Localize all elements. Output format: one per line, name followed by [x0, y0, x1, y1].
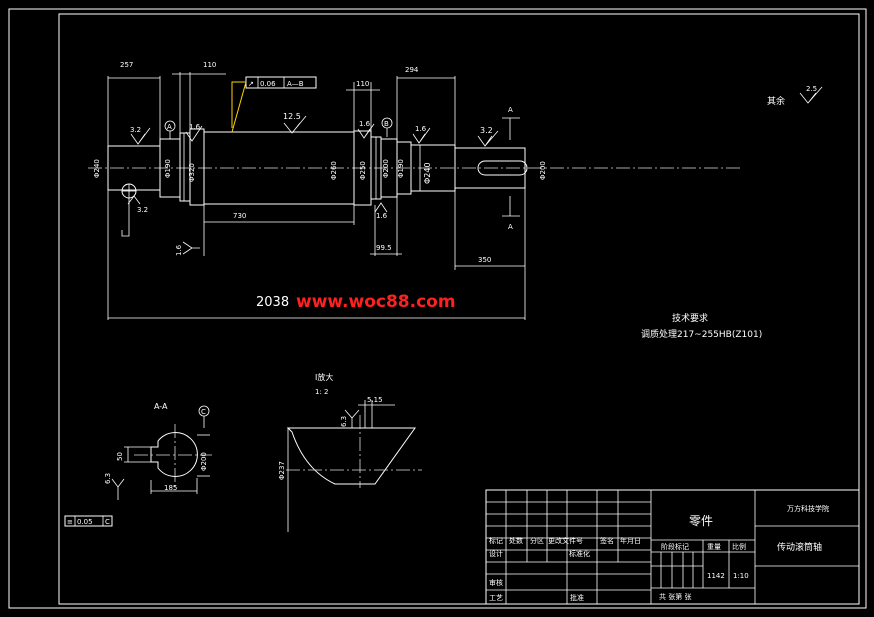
svg-text:Φ320: Φ320	[188, 163, 196, 182]
tech-text: 调质处理217~255HB(Z101)	[641, 328, 762, 340]
svg-text:工艺: 工艺	[489, 594, 503, 602]
dim-phi237: Φ237	[278, 461, 286, 480]
keyway	[477, 160, 528, 176]
svg-text:1.6: 1.6	[175, 244, 183, 256]
dim-99-5: 99.5	[376, 244, 392, 252]
svg-text:6.3: 6.3	[104, 473, 112, 484]
svg-text:更改文件号: 更改文件号	[548, 536, 583, 545]
svg-text:3.2: 3.2	[130, 126, 141, 134]
detail-title: I放大	[315, 372, 333, 382]
svg-text:重量: 重量	[707, 543, 721, 551]
svg-text:Φ200: Φ200	[382, 159, 390, 178]
svg-text:Φ200: Φ200	[539, 161, 547, 180]
datum-a-label: A	[167, 123, 172, 131]
svg-text:12.5: 12.5	[283, 112, 301, 121]
tb-part-name: 传动滚筒轴	[777, 541, 822, 553]
svg-text:签名: 签名	[600, 536, 614, 545]
tb-weight: 1142	[707, 572, 725, 580]
svg-text:1.6: 1.6	[415, 125, 427, 133]
dim-257: 257	[120, 61, 133, 69]
svg-text:2.5: 2.5	[806, 85, 817, 93]
datum-c-label: C	[201, 408, 206, 416]
svg-text:Φ200: Φ200	[200, 452, 208, 471]
top-dimensions: 257 110 110 294	[107, 61, 456, 148]
title-block: 零件 万方科技学院 传动滚筒轴 标记 处数 分区 更改文件号 签名 年月日 设计…	[485, 489, 860, 605]
technical-requirements: 技术要求 调质处理217~255HB(Z101)	[641, 312, 762, 340]
svg-text:Φ240: Φ240	[423, 162, 432, 184]
svg-text:设计: 设计	[489, 549, 503, 558]
section-cut-top-label: A	[508, 106, 513, 114]
sym-symbol: ≡	[67, 518, 73, 526]
dim-185: 185	[164, 484, 177, 492]
sym-value: 0.05	[77, 518, 93, 526]
svg-text:年月日: 年月日	[620, 536, 641, 545]
section-cut-bottom-label: A	[508, 223, 513, 231]
svg-text:标准化: 标准化	[569, 549, 590, 558]
watermark: www.woc88.com	[296, 292, 456, 312]
dim-110a: 110	[203, 61, 216, 69]
datum-b-label: B	[384, 120, 389, 128]
sym-datum: C	[105, 518, 110, 526]
svg-text:比例: 比例	[732, 542, 746, 551]
dim-2038: 2038	[256, 295, 289, 310]
section-cut-markers: A A	[502, 106, 520, 231]
svg-text:3.2: 3.2	[480, 126, 493, 135]
detail-i-view: I放大 1: 2 5.15 6.3 Φ237	[278, 372, 422, 532]
runout-tolerance: ↗ 0.06 A—B	[231, 76, 317, 133]
diameter-labels: Φ240 Φ190 Φ320 Φ260 Φ250 Φ200 Φ190 Φ240 …	[93, 159, 547, 184]
runout-datum: A—B	[287, 80, 304, 88]
detail-scale: 1: 2	[315, 388, 329, 396]
other-roughness-note: 其余 2.5	[767, 85, 823, 107]
section-aa-view: A-A C Φ200 185 50 6.3 ≡ 0.05 C	[64, 402, 212, 527]
svg-text:审核: 审核	[489, 578, 503, 587]
dim-110b: 110	[356, 80, 369, 88]
svg-text:处数: 处数	[509, 536, 523, 545]
dim-5-15: 5.15	[367, 396, 383, 404]
tech-title: 技术要求	[672, 312, 708, 324]
svg-text:6.3: 6.3	[340, 416, 348, 427]
shaft-output-end	[454, 147, 526, 189]
svg-text:1.6: 1.6	[189, 123, 201, 131]
svg-text:1.6: 1.6	[359, 120, 371, 128]
svg-text:Φ250: Φ250	[359, 161, 367, 180]
tb-sheets: 共 张第 张	[659, 592, 691, 601]
svg-text:批准: 批准	[570, 593, 584, 602]
svg-text:阶段标记: 阶段标记	[661, 542, 689, 551]
other-label: 其余	[767, 95, 785, 107]
inner-frame	[58, 13, 860, 605]
runout-symbol: ↗	[248, 80, 254, 88]
svg-text:Φ240: Φ240	[93, 159, 101, 178]
tb-institute: 万方科技学院	[787, 504, 829, 513]
section-shape	[150, 432, 198, 477]
svg-text:Φ260: Φ260	[330, 161, 338, 180]
tb-scale: 1:10	[733, 572, 749, 580]
svg-text:Φ190: Φ190	[164, 159, 172, 178]
svg-text:Φ190: Φ190	[397, 159, 405, 178]
outer-frame	[8, 8, 867, 609]
dim-730: 730	[233, 212, 246, 220]
dim-50: 50	[116, 452, 124, 461]
svg-text:3.2: 3.2	[137, 206, 148, 214]
dim-350: 350	[478, 256, 491, 264]
runout-value: 0.06	[260, 80, 276, 88]
surface-roughness-top: 3.2 1.6 12.5 1.6 1.6 3.2 1.6 3.2	[127, 112, 499, 220]
datum-markers: A B	[164, 117, 393, 139]
svg-text:分区: 分区	[530, 536, 544, 545]
dim-294: 294	[405, 66, 419, 74]
svg-text:标记: 标记	[489, 536, 503, 545]
section-title: A-A	[154, 402, 168, 411]
bottom-dimensions: 730 99.5 350 2038 1.6	[107, 188, 526, 320]
tb-part: 零件	[689, 514, 713, 528]
detail-profile	[286, 427, 416, 485]
svg-text:1.6: 1.6	[376, 212, 388, 220]
